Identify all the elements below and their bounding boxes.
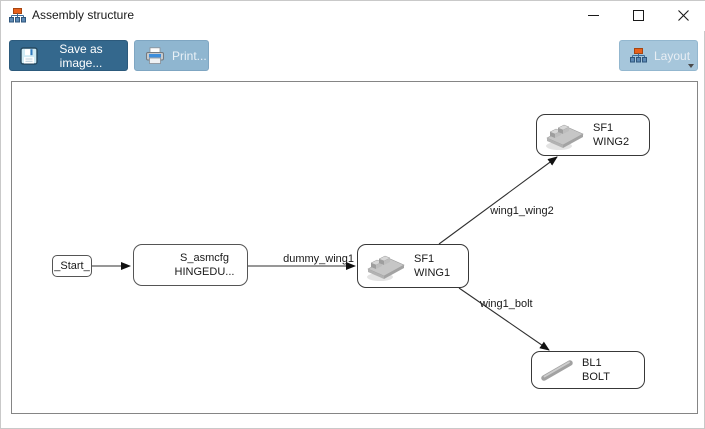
window-title: Assembly structure xyxy=(32,8,135,22)
node-bl1-bolt-text: BL1 BOLT xyxy=(582,356,610,384)
diagram-canvas[interactable]: dummy_wing1 wing1_wing2 wing1_bolt _Star… xyxy=(11,81,698,414)
node-sf1-wing1-text: SF1 WING1 xyxy=(414,252,450,280)
maximize-icon xyxy=(633,10,644,21)
layout-button[interactable]: Layout xyxy=(619,40,698,71)
edge-wing1-bolt xyxy=(458,287,550,351)
edge-label-dummy-wing1: dummy_wing1 xyxy=(283,253,354,265)
layout-label: Layout xyxy=(654,48,691,63)
node-bl1-bolt-line2: BOLT xyxy=(582,371,610,383)
printer-icon xyxy=(145,46,165,65)
node-s-asmcfg-line2: HINGEDU... xyxy=(174,266,235,278)
window-controls xyxy=(571,1,705,30)
node-s-asmcfg[interactable]: S_asmcfg HINGEDU... xyxy=(133,244,248,286)
dropdown-arrow-icon xyxy=(688,64,694,68)
minimize-button[interactable] xyxy=(571,1,616,30)
print-label: Print... xyxy=(172,48,207,63)
edge-label-wing1-bolt: wing1_bolt xyxy=(479,298,533,310)
wing-part-icon xyxy=(364,248,408,284)
edge-label-wing1-wing2: wing1_wing2 xyxy=(489,205,554,217)
floppy-disk-icon xyxy=(20,46,38,65)
node-s-asmcfg-line1: S_asmcfg xyxy=(180,252,229,264)
save-as-image-button[interactable]: Save as image... xyxy=(9,40,128,71)
node-sf1-wing1-line1: SF1 xyxy=(414,253,435,265)
node-sf1-wing2-line1: SF1 xyxy=(593,122,614,134)
bolt-part-icon xyxy=(538,356,576,384)
node-sf1-wing1[interactable]: SF1 WING1 xyxy=(357,244,469,288)
diagram-edges: dummy_wing1 wing1_wing2 wing1_bolt xyxy=(90,156,558,351)
title-bar: Assembly structure xyxy=(1,1,705,31)
node-sf1-wing1-line2: WING1 xyxy=(414,267,451,279)
node-start-label: _Start_ xyxy=(54,260,90,272)
wing-part-icon xyxy=(543,117,587,153)
node-bl1-bolt-line1: BL1 xyxy=(582,357,602,369)
node-sf1-wing2[interactable]: SF1 WING2 xyxy=(536,114,650,156)
close-button[interactable] xyxy=(661,1,705,30)
print-button[interactable]: Print... xyxy=(134,40,209,71)
node-bl1-bolt[interactable]: BL1 BOLT xyxy=(531,351,645,389)
close-icon xyxy=(678,10,689,21)
minimize-icon xyxy=(588,15,599,16)
edge-wing1-wing2 xyxy=(438,156,558,245)
maximize-button[interactable] xyxy=(616,1,661,30)
assembly-hierarchy-icon xyxy=(9,8,26,24)
node-sf1-wing2-text: SF1 WING2 xyxy=(593,121,629,149)
node-start[interactable]: _Start_ xyxy=(52,255,92,277)
hierarchy-icon xyxy=(630,47,647,64)
node-s-asmcfg-text: S_asmcfg HINGEDU... xyxy=(134,251,247,279)
save-as-image-label: Save as image... xyxy=(59,41,103,70)
node-sf1-wing2-line2: WING2 xyxy=(593,136,630,148)
